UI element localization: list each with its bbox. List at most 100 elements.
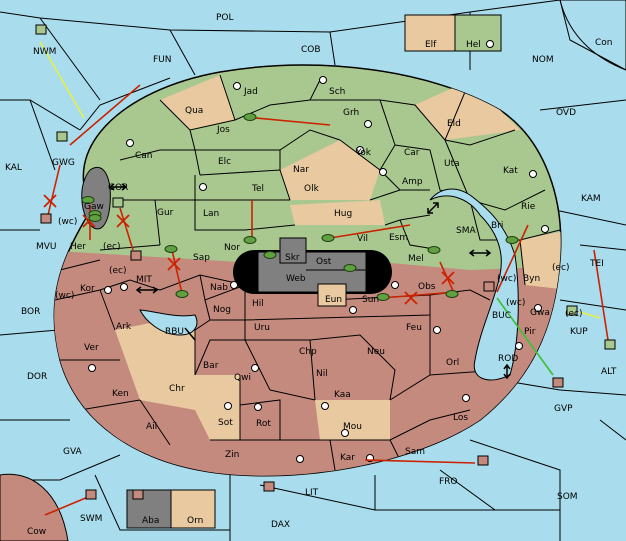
label-gvp: GVP xyxy=(554,404,573,414)
label-gaw: Gaw xyxy=(84,202,104,212)
label-mel: Mel xyxy=(408,254,424,264)
label-sam: Sam xyxy=(405,447,425,457)
label-wc2: (wc) xyxy=(497,274,516,284)
label-som: SOM xyxy=(557,492,578,502)
label-fro: FRO xyxy=(439,477,458,487)
label-uru: Uru xyxy=(254,323,270,333)
label-ec1: (ec) xyxy=(103,242,121,252)
sea-sma-inlet xyxy=(429,188,519,381)
label-nwm: NWM xyxy=(33,47,56,57)
label-sch: Sch xyxy=(329,87,345,97)
label-mvu: MVU xyxy=(36,242,57,252)
territory-elf[interactable] xyxy=(404,14,456,52)
label-nab: Nab xyxy=(210,283,228,293)
label-wc3: (wc) xyxy=(55,291,74,301)
label-sun: Sun xyxy=(362,295,379,305)
label-ovd: OVD xyxy=(556,108,576,118)
label-bar: Bar xyxy=(203,361,219,371)
territory-eun[interactable] xyxy=(317,283,347,307)
label-ec2: (ec) xyxy=(552,263,570,273)
label-hel: Hel xyxy=(466,40,481,50)
label-jos: Jos xyxy=(216,125,230,135)
label-rie: Rie xyxy=(521,202,536,212)
label-ark: Ark xyxy=(116,322,132,332)
label-rod: ROD xyxy=(498,354,518,364)
label-ver: Ver xyxy=(84,343,99,353)
dblarrows xyxy=(108,183,511,380)
label-sot: Sot xyxy=(218,418,233,428)
label-fun: FUN xyxy=(153,55,172,65)
label-cob: COB xyxy=(301,45,321,55)
label-con: Con xyxy=(595,38,613,48)
label-qua: Qua xyxy=(185,106,203,116)
label-jad: Jad xyxy=(243,87,258,97)
label-pol: POL xyxy=(216,13,234,23)
label-chr: Chr xyxy=(169,384,185,394)
label-aba: Aba xyxy=(142,516,159,526)
armies xyxy=(81,113,519,301)
label-rbu: RBU xyxy=(165,327,184,337)
label-orn: Orn xyxy=(187,516,203,526)
label-buc: BUC xyxy=(492,311,511,321)
order-arrows xyxy=(44,84,609,516)
label-lit: LIT xyxy=(305,488,319,498)
label-uta: Uta xyxy=(444,159,460,169)
label-kat: Kat xyxy=(503,166,518,176)
label-dor: DOR xyxy=(27,372,47,382)
label-kal: KAL xyxy=(5,163,22,173)
territory-skr[interactable] xyxy=(279,237,307,264)
convoy-line xyxy=(496,297,554,376)
label-qwi: Qwi xyxy=(234,373,251,383)
label-sap: Sap xyxy=(193,253,210,263)
label-chp: Chp xyxy=(299,347,317,357)
label-bor: BOR xyxy=(21,307,40,317)
label-feu: Feu xyxy=(406,323,422,333)
label-ken: Ken xyxy=(112,389,129,399)
label-elc: Elc xyxy=(218,157,231,167)
label-gva: GVA xyxy=(63,447,83,457)
label-pir: Pir xyxy=(524,327,536,337)
label-alt: ALT xyxy=(601,367,617,377)
label-skr: Skr xyxy=(285,253,300,263)
label-obs: Obs xyxy=(418,282,436,292)
territory-labels: POL Con NWM FUN COB NOM Elf Hel Jad Sch … xyxy=(5,13,617,537)
supply-center xyxy=(486,40,494,48)
label-nom: NOM xyxy=(532,55,554,65)
support-line xyxy=(579,311,601,319)
label-ost: Ost xyxy=(316,257,332,267)
label-zin: Zin xyxy=(225,450,239,460)
label-mou: Mou xyxy=(343,422,362,432)
label-kup: KUP xyxy=(570,327,588,337)
label-hil: Hil xyxy=(252,299,264,309)
label-web: Web xyxy=(286,274,306,284)
label-kam: KAM xyxy=(581,194,601,204)
label-kor: Kor xyxy=(80,284,95,294)
label-nor: Nor xyxy=(224,243,240,253)
label-orl: Orl xyxy=(446,358,459,368)
label-hug: Hug xyxy=(334,209,352,219)
label-swm: SWM xyxy=(80,514,102,524)
supply-centers xyxy=(88,76,549,463)
label-wc1: (wc) xyxy=(58,217,77,227)
label-grh: Grh xyxy=(343,108,359,118)
label-nil: Nil xyxy=(316,369,328,379)
label-can: Can xyxy=(135,151,153,161)
label-neu: Neu xyxy=(367,347,385,357)
label-gor: GOR xyxy=(108,183,128,193)
label-elf: Elf xyxy=(425,40,437,50)
support-line xyxy=(39,41,85,119)
label-eld: Eld xyxy=(447,119,461,129)
label-nog: Nog xyxy=(213,305,231,315)
label-car: Car xyxy=(404,148,420,158)
territory-orn[interactable] xyxy=(170,489,216,529)
label-los: Los xyxy=(453,413,468,423)
label-tel: Tel xyxy=(251,184,264,194)
label-yok: Yok xyxy=(355,148,372,158)
label-ec3: (ec) xyxy=(109,266,127,276)
label-bri: Bri xyxy=(491,221,503,231)
label-gur: Gur xyxy=(157,208,174,218)
label-sma: SMA xyxy=(456,226,476,236)
label-olk: Olk xyxy=(304,184,320,194)
